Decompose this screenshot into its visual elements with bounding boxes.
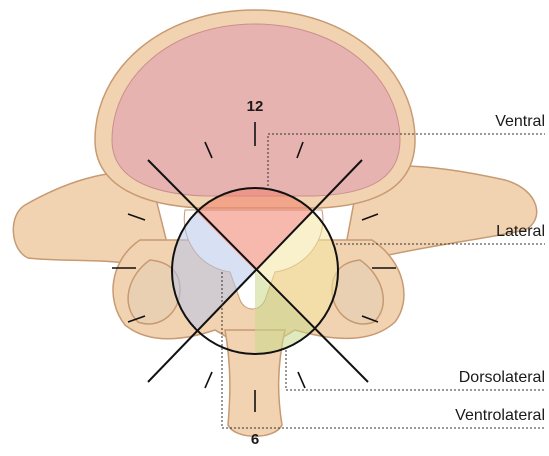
- tick-5: [298, 372, 305, 388]
- clock-label-12: 12: [247, 98, 264, 115]
- label-ventrolateral: Ventrolateral: [455, 407, 545, 424]
- clock-label-6: 6: [251, 431, 259, 448]
- tick-7: [205, 372, 212, 388]
- label-lateral: Lateral: [496, 223, 545, 240]
- label-ventral: Ventral: [495, 113, 545, 130]
- label-dorsolateral: Dorsolateral: [459, 369, 545, 386]
